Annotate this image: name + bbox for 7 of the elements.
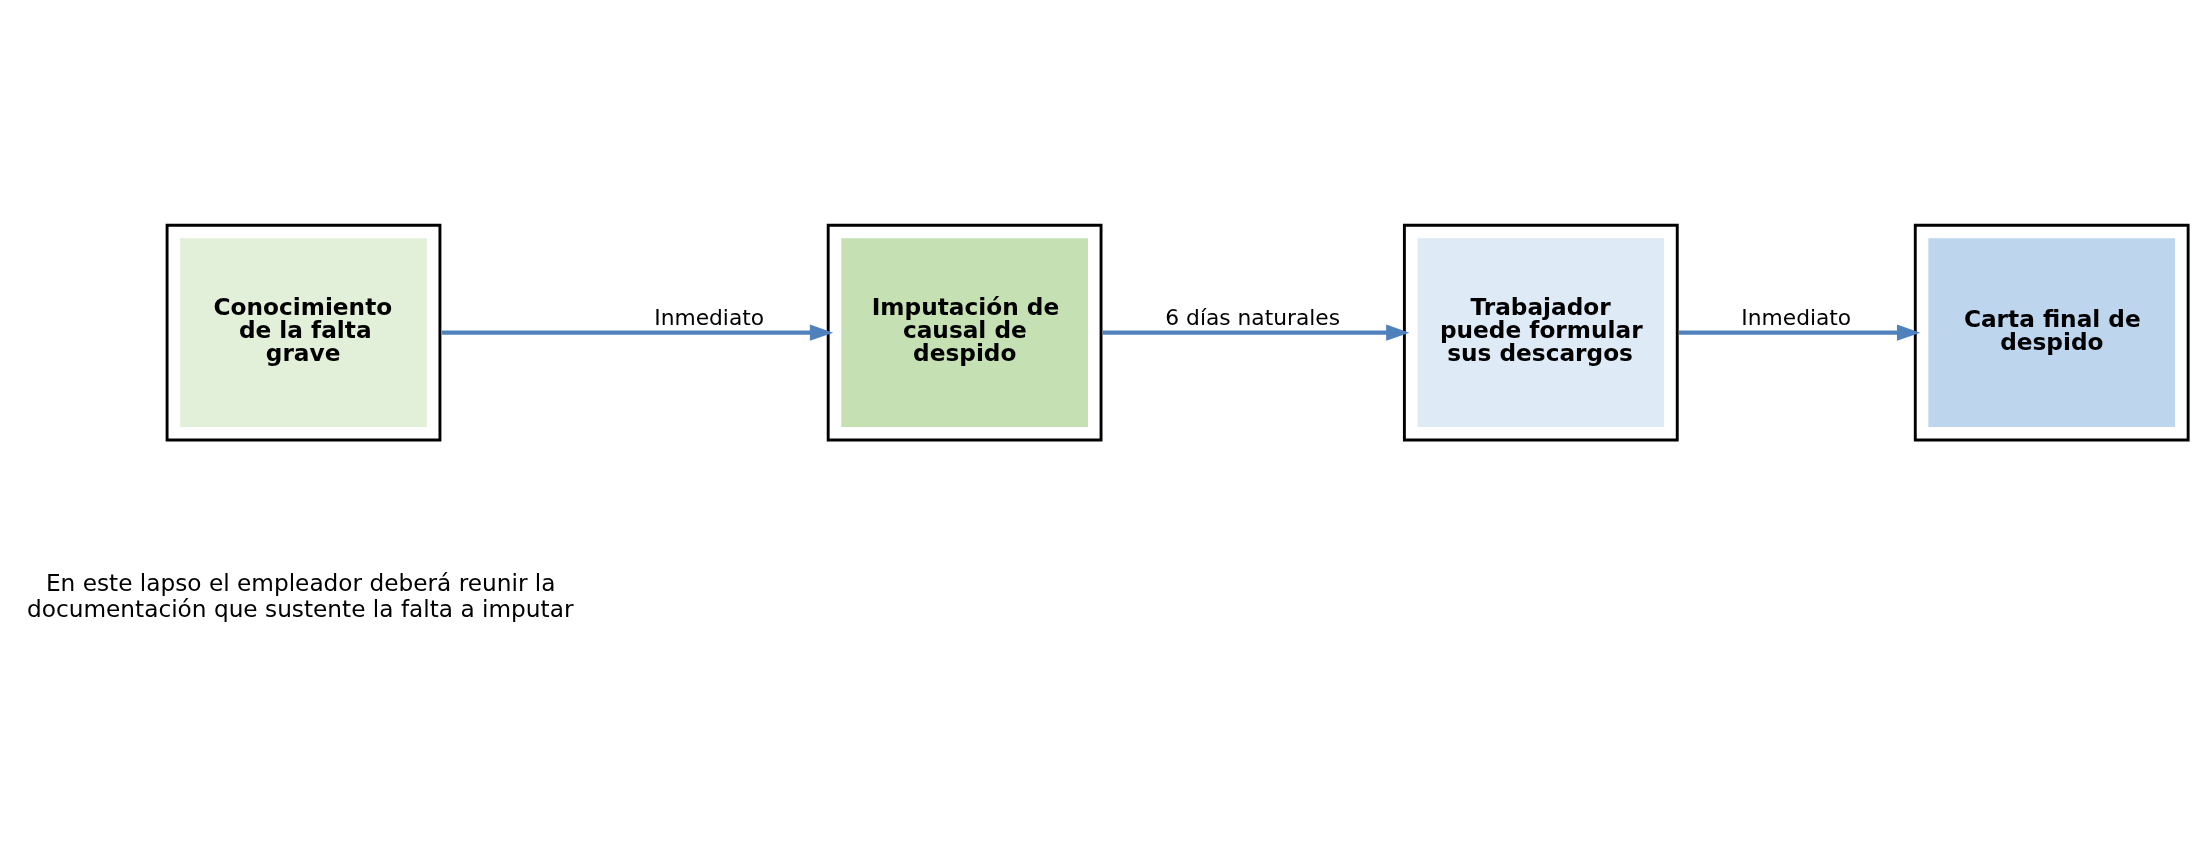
edge-label: 6 días naturales <box>1165 305 1341 331</box>
arrow <box>1102 324 1410 341</box>
edge-label: Inmediato <box>654 305 765 331</box>
arrow <box>1679 324 1921 341</box>
edge-label: Inmediato <box>1741 305 1852 331</box>
arrow <box>441 324 834 341</box>
label: En este lapso el empleador deberá reunir la documentación que sustente la falta a imputar <box>27 568 574 622</box>
